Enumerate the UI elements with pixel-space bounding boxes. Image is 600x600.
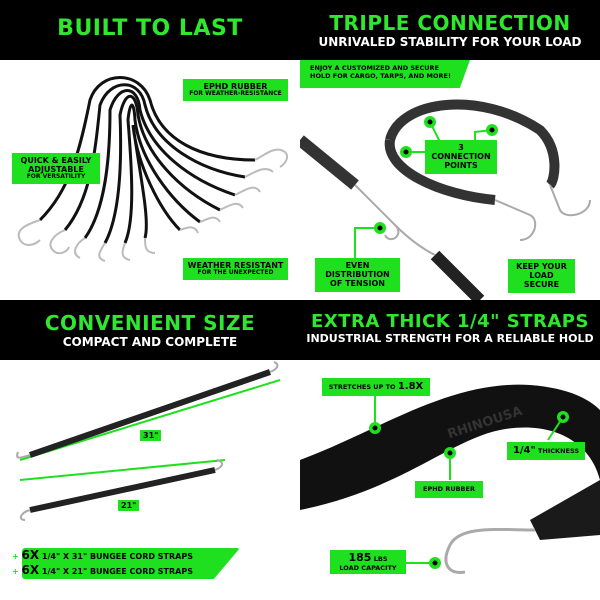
stretch-value: 1.8X [397,381,424,392]
header-convenient-size: CONVENIENT SIZE COMPACT AND COMPLETE [0,300,300,360]
section-subtitle: UNRIVALED STABILITY FOR YOUR LOAD [318,35,582,49]
label-sub: FOR THE UNEXPECTED [197,269,274,277]
panel-convenient-size: 31" 21" + 6X 1/4" X 31" BUNGEE CORD STRA… [0,360,300,600]
item-desc: 1/4" X 31" BUNGEE CORD STRAPS [41,552,193,561]
list-item: + 6X 1/4" X 31" BUNGEE CORD STRAPS [12,548,193,562]
length-label-21: 21" [118,500,140,512]
connection-strap-image [300,99,591,300]
strap-length-image [16,361,281,521]
label-sub: FOR WEATHER-RESISTANCE [189,90,282,98]
strap-closeup-image: RHINOUSA [300,384,600,575]
header-triple-connection: TRIPLE CONNECTION UNRIVALED STABILITY FO… [300,0,600,60]
section-title: BUILT TO LAST [57,16,243,41]
capacity-unit: LBS [373,555,388,563]
section-title: TRIPLE CONNECTION [329,11,571,35]
capacity-value: 185 [348,551,372,564]
panel-triple-connection: ENJOY A CUSTOMIZED AND SECURE HOLD FOR C… [300,60,600,300]
quantity: 6X [21,563,40,577]
thickness-value: 1/4" [512,445,536,456]
label-keep-secure: KEEP YOUR LOAD SECURE [508,259,575,293]
header-extra-thick: EXTRA THICK 1/4" STRAPS INDUSTRIAL STREN… [300,300,600,360]
section-subtitle: COMPACT AND COMPLETE [62,335,238,349]
banner-customized-hold: ENJOY A CUSTOMIZED AND SECURE HOLD FOR C… [300,60,470,88]
list-item: + 6X 1/4" X 21" BUNGEE CORD STRAPS [12,563,193,577]
label-main: EPHD RUBBER [203,82,268,91]
label-main: QUICK & EASILY ADJUSTABLE [20,156,92,175]
stretch-text: STRETCHES UP TO [328,383,396,391]
capacity-text: LOAD CAPACITY [339,563,397,572]
label-sub: FOR VERSATILITY [26,173,86,181]
label-even-distribution: EVEN DISTRIBUTION OF TENSION [315,258,400,292]
label-ephd-rubber: EPHD RUBBER [415,481,483,499]
header-built-to-last: BUILT TO LAST [0,0,300,60]
section-subtitle: INDUSTRIAL STRENGTH FOR A RELIABLE HOLD [306,332,594,345]
item-desc: 1/4" X 21" BUNGEE CORD STRAPS [41,567,193,576]
quantity: 6X [21,548,40,562]
contents-list: + 6X 1/4" X 31" BUNGEE CORD STRAPS + 6X … [12,548,240,579]
label-stretch: STRETCHES UP TO 1.8X [322,378,430,396]
thickness-text: THICKNESS [537,447,580,455]
label-main: WEATHER RESISTANT [187,261,284,270]
label-connection-points: 3 CONNECTION POINTS [425,140,497,174]
section-title: CONVENIENT SIZE [44,311,256,335]
label-thickness: 1/4" THICKNESS [507,442,585,460]
length-label-31: 31" [140,430,162,442]
section-title: EXTRA THICK 1/4" STRAPS [311,311,589,332]
panel-extra-thick: RHINOUSA STRETCHES UP TO 1.8X 1/4" THICK… [300,360,600,600]
